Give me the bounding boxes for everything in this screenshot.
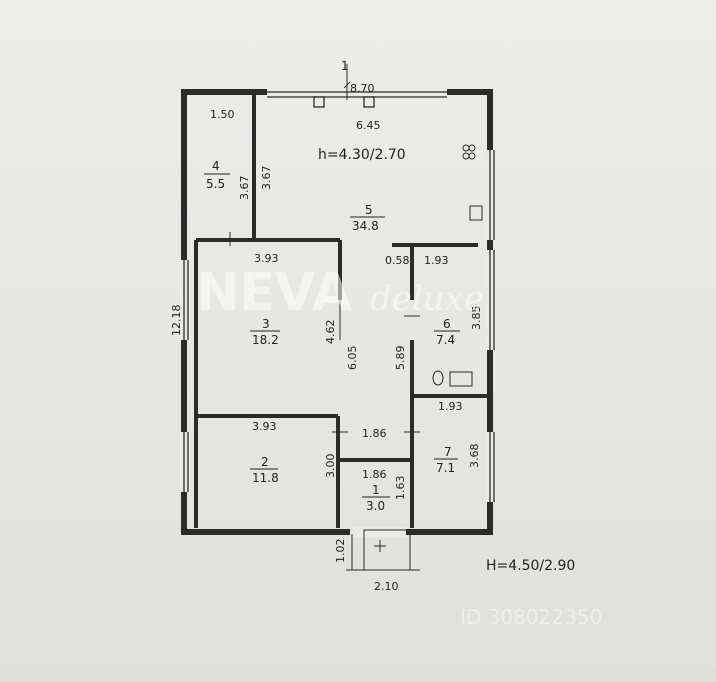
svg-text:7: 7 (444, 445, 452, 459)
porch-width: 2.10 (374, 580, 399, 593)
room5-height: 3.67 (260, 166, 273, 191)
room4-width: 1.50 (210, 108, 235, 121)
window-width: 6.45 (356, 119, 381, 132)
svg-text:18.2: 18.2 (252, 333, 279, 347)
svg-text:3.0: 3.0 (366, 499, 385, 513)
svg-text:34.8: 34.8 (352, 219, 379, 233)
interior-walls (194, 94, 488, 528)
porch-height: 1.02 (334, 539, 347, 564)
watermark-brand-script: deluxe (370, 279, 484, 319)
room1-width: 1.86 (362, 468, 387, 481)
svg-text:4: 4 (212, 159, 220, 173)
room1-height: 1.63 (394, 476, 407, 501)
building-ceiling-height: H=4.50/2.90 (486, 558, 575, 574)
corridor-width: 1.86 (362, 427, 387, 440)
room2-width: 3.93 (252, 420, 277, 433)
svg-text:2: 2 (261, 455, 269, 469)
room-ceiling-height: h=4.30/2.70 (318, 147, 406, 163)
room3-width: 3.93 (254, 252, 279, 265)
svg-text:5: 5 (365, 203, 373, 217)
svg-text:11.8: 11.8 (252, 471, 279, 485)
room-1: 1 3.0 (362, 483, 390, 513)
room7-width: 1.93 (438, 400, 463, 413)
room2-height: 3.00 (324, 454, 337, 479)
room-6: 6 7.4 (434, 317, 460, 347)
svg-text:1: 1 (372, 483, 380, 497)
svg-text:6: 6 (443, 317, 451, 331)
room-4: 4 5.5 (204, 159, 230, 191)
corridor-height-2: 5.89 (394, 346, 407, 371)
room-5: 5 34.8 (350, 203, 385, 233)
section-mark: 1 (341, 59, 349, 73)
overall-width: 8.70 (350, 82, 375, 95)
corridor-height: 6.05 (346, 346, 359, 371)
svg-text:5.5: 5.5 (206, 177, 225, 191)
room4-height: 3.67 (238, 176, 251, 201)
room-3: 3 18.2 (250, 317, 280, 347)
room3-height: 4.62 (324, 320, 337, 345)
room6-offset: 0.58 (385, 254, 410, 267)
svg-text:3: 3 (262, 317, 270, 331)
room-7: 7 7.1 (434, 445, 458, 475)
svg-text:7.4: 7.4 (436, 333, 455, 347)
room-2: 2 11.8 (250, 455, 279, 485)
watermark-id: ID 308022350 (460, 605, 602, 629)
room6-height: 3.85 (470, 306, 483, 331)
room7-height: 3.68 (468, 444, 481, 469)
overall-height: 12.18 (170, 305, 183, 337)
room6-width: 1.93 (424, 254, 449, 267)
watermark-brand: NEVA (196, 263, 352, 323)
svg-text:7.1: 7.1 (436, 461, 455, 475)
